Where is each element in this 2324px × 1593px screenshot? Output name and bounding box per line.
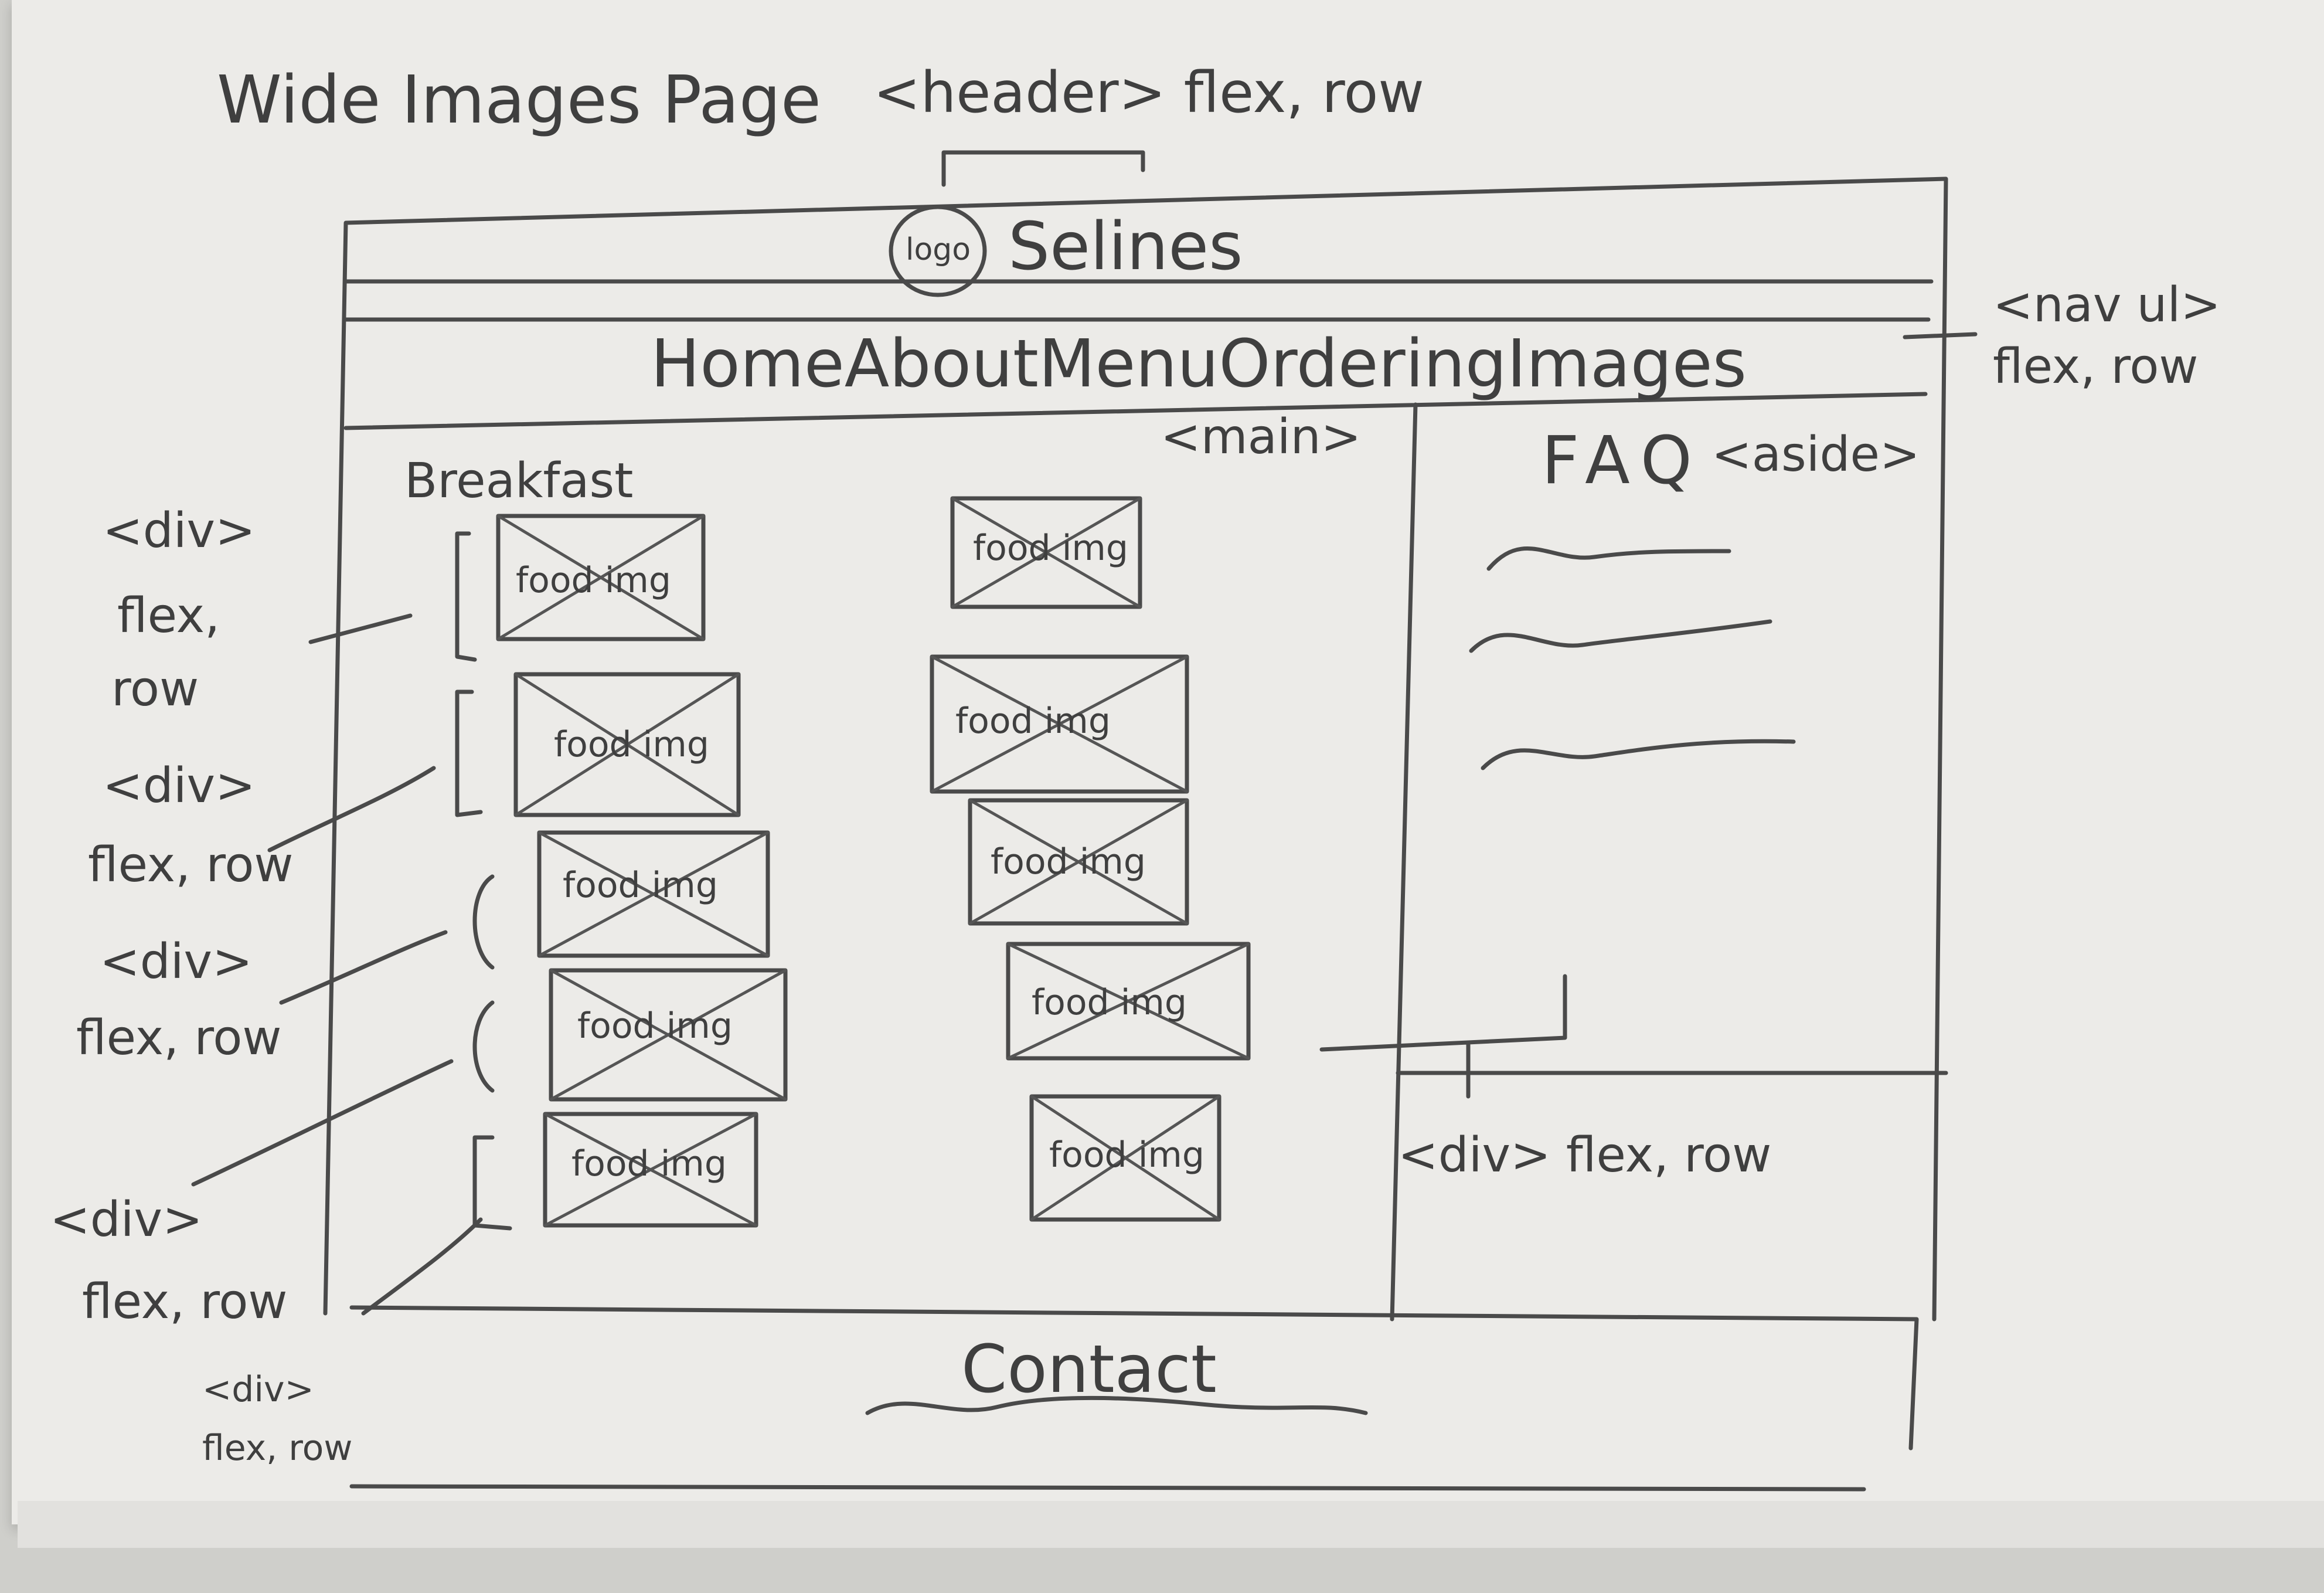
- section-heading: Breakfast: [404, 453, 634, 509]
- faq-squiggle-3: [1481, 739, 1796, 770]
- nav-item-images[interactable]: Images: [1506, 326, 1747, 402]
- faq-squiggle-2: [1469, 619, 1772, 653]
- nav-bottom-line: [343, 392, 1928, 430]
- div-annotation-4a: <div>: [50, 1192, 203, 1248]
- div-annotation-4b: flex, row: [82, 1274, 288, 1330]
- row-brackets: [455, 531, 512, 1231]
- image-placeholder: food img: [554, 724, 709, 765]
- aside-divider: [1390, 402, 1418, 1322]
- image-placeholder: food img: [563, 865, 718, 906]
- aside-annotation: <aside>: [1711, 427, 1920, 483]
- header-annotation: <header> flex, row: [873, 60, 1424, 125]
- left-image-boxes: [496, 514, 788, 1228]
- main-image-boxes: [930, 496, 1251, 1222]
- div-annotation-2a: <div>: [103, 758, 256, 814]
- image-placeholder: food img: [973, 528, 1128, 569]
- page-title: Wide Images Page: [217, 62, 821, 138]
- faq-heading: FAQ: [1542, 423, 1704, 499]
- footer-contact[interactable]: Contact: [961, 1332, 1217, 1408]
- div-annotation-2b: flex, row: [88, 837, 294, 893]
- logo-circle: [889, 205, 987, 297]
- nav-list: Home About Menu Ordering Images: [651, 326, 1747, 402]
- div-annotation-3a: <div>: [100, 934, 253, 990]
- aside-div-annotation: <div> flex, row: [1398, 1127, 1772, 1183]
- faq-squiggle-1: [1486, 546, 1731, 571]
- brand-name: Selines: [1008, 209, 1243, 285]
- main-annotation: <main>: [1161, 409, 1362, 465]
- aside-div-bracket: [1319, 974, 1567, 1099]
- image-placeholder: food img: [577, 1006, 733, 1047]
- nav-pointer-line: [1903, 332, 1978, 339]
- image-placeholder: food img: [991, 841, 1146, 882]
- nav-annotation-1: <nav ul>: [1993, 277, 2221, 333]
- image-placeholder: food img: [1049, 1135, 1204, 1176]
- paper-sheet-under: [18, 1501, 2324, 1548]
- nav-item-about[interactable]: About: [844, 326, 1039, 402]
- contact-squiggle: [865, 1395, 1368, 1415]
- nav-annotation-2: flex, row: [1993, 339, 2199, 395]
- logo-label: logo: [906, 232, 971, 267]
- nav-item-menu[interactable]: Menu: [1038, 326, 1219, 402]
- footer-frame: [349, 1305, 1919, 1492]
- page-frame: [323, 176, 1948, 1322]
- annotation-pointers: [191, 613, 483, 1316]
- image-placeholder: food img: [516, 560, 671, 601]
- nav-item-home[interactable]: Home: [651, 326, 845, 402]
- image-placeholder: food img: [571, 1143, 727, 1184]
- div-annotation-5a: <div>: [202, 1369, 314, 1410]
- header-bracket: [941, 150, 1145, 187]
- div-annotation-5b: flex, row: [202, 1428, 353, 1469]
- div-annotation-1a: <div>: [103, 503, 256, 559]
- nav-item-ordering[interactable]: Ordering: [1219, 326, 1507, 402]
- div-annotation-3b: flex, row: [76, 1010, 282, 1066]
- image-placeholder: food img: [955, 701, 1111, 742]
- div-annotation-1c: row: [111, 661, 199, 717]
- image-placeholder: food img: [1032, 982, 1187, 1023]
- div-annotation-1b: flex,: [117, 588, 220, 644]
